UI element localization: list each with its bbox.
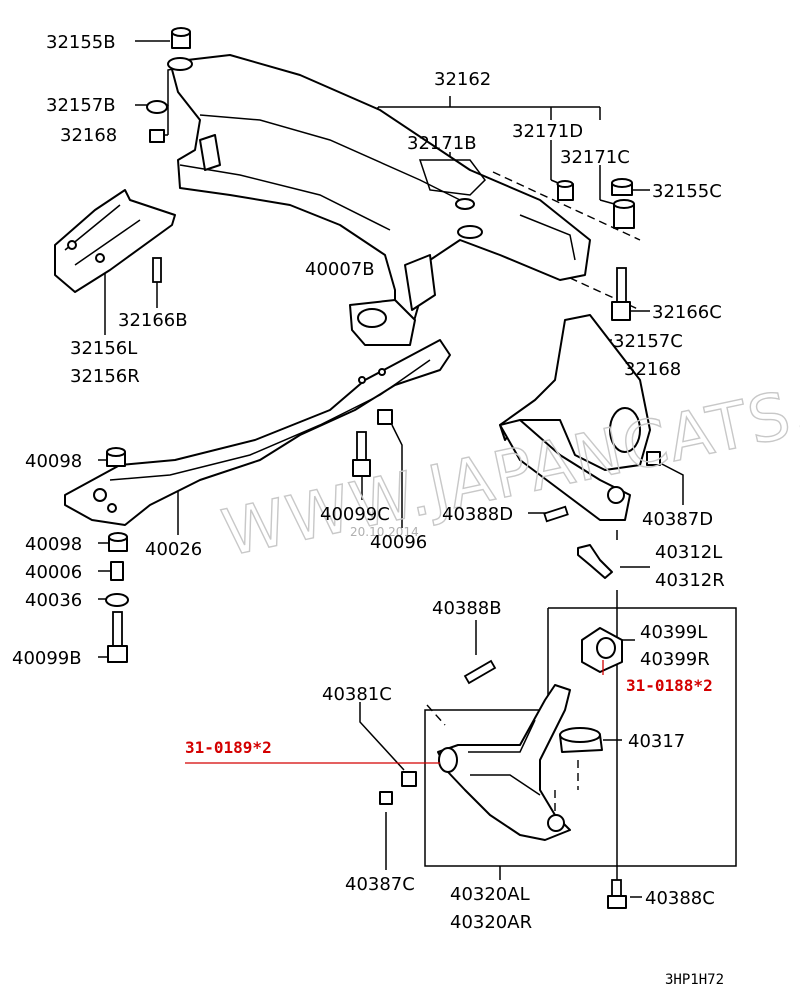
label-32156L[interactable]: 32156L <box>70 338 137 359</box>
mount-40098-top <box>106 447 126 467</box>
stiffener-32156 <box>54 189 176 293</box>
collar-40006 <box>110 561 124 581</box>
label-32168-right[interactable]: 32168 <box>624 359 681 380</box>
ref-31-0189[interactable]: 31-0189*2 <box>185 738 272 757</box>
label-40099B[interactable]: 40099B <box>12 648 82 669</box>
label-40317[interactable]: 40317 <box>628 731 685 752</box>
nut-40381C <box>401 771 417 787</box>
label-32155C[interactable]: 32155C <box>652 181 722 202</box>
label-40036[interactable]: 40036 <box>25 590 82 611</box>
label-32157C[interactable]: 32157C <box>613 331 683 352</box>
watermark: WWW.JAPANCATS.RU <box>216 354 800 571</box>
label-40320AL[interactable]: 40320AL <box>450 884 530 905</box>
label-32155B[interactable]: 32155B <box>46 32 116 53</box>
washer-40036 <box>105 593 129 607</box>
bolt-40099C <box>352 431 371 477</box>
washer-32157B <box>146 100 168 114</box>
label-40312R[interactable]: 40312R <box>655 570 725 591</box>
bolt-32166C <box>611 267 631 321</box>
mount-40098-bottom <box>108 532 128 552</box>
label-32162[interactable]: 32162 <box>434 69 491 90</box>
label-40399L[interactable]: 40399L <box>640 622 707 643</box>
label-40006[interactable]: 40006 <box>25 562 82 583</box>
label-40388D[interactable]: 40388D <box>442 504 513 525</box>
label-32166B[interactable]: 32166B <box>118 310 188 331</box>
label-40096[interactable]: 40096 <box>370 532 427 553</box>
bolt-40099B <box>107 611 128 663</box>
nut-40096 <box>377 409 393 425</box>
crossmember-40026 <box>64 339 451 526</box>
bolt-40388D <box>543 505 569 523</box>
label-40387D[interactable]: 40387D <box>642 509 713 530</box>
label-40312L[interactable]: 40312L <box>655 542 722 563</box>
bushing-40317 <box>559 727 603 753</box>
label-32171B[interactable]: 32171B <box>407 133 477 154</box>
label-40399R[interactable]: 40399R <box>640 649 710 670</box>
label-32166C[interactable]: 32166C <box>652 302 722 323</box>
label-40007B[interactable]: 40007B <box>305 259 375 280</box>
bushing-40399 <box>581 627 623 673</box>
label-32156R[interactable]: 32156R <box>70 366 140 387</box>
label-40381C[interactable]: 40381C <box>322 684 392 705</box>
front-lower-arm-bracket <box>499 314 651 521</box>
main-crossmember-32162 <box>167 54 591 336</box>
bushing-32155B <box>171 27 191 49</box>
bushing-32171D <box>556 180 574 201</box>
label-40320AR[interactable]: 40320AR <box>450 912 532 933</box>
bushing-32171C <box>613 199 635 229</box>
label-40098-top[interactable]: 40098 <box>25 451 82 472</box>
label-32171D[interactable]: 32171D <box>512 121 583 142</box>
bolt-40388B <box>463 659 497 685</box>
label-32157B[interactable]: 32157B <box>46 95 116 116</box>
label-40388B[interactable]: 40388B <box>432 598 502 619</box>
bolt-32166B <box>152 257 162 283</box>
label-40099C[interactable]: 40099C <box>320 504 390 525</box>
nut-32168-left <box>149 129 165 143</box>
bolt-40388C <box>607 879 627 909</box>
label-40026[interactable]: 40026 <box>145 539 202 560</box>
label-32171C[interactable]: 32171C <box>560 147 630 168</box>
label-32168-left[interactable]: 32168 <box>60 125 117 146</box>
clamp-40312 <box>577 544 613 579</box>
label-40388C[interactable]: 40388C <box>645 888 715 909</box>
date-stamp: 20.10.2014 <box>350 525 419 539</box>
nut-40387C <box>379 791 393 805</box>
nut-40387D <box>646 451 661 466</box>
part-labels: 32155B 32157B 32168 32162 32171B 32171D … <box>12 32 725 933</box>
lower-arm-40320 <box>437 684 571 841</box>
label-40098-bottom[interactable]: 40098 <box>25 534 82 555</box>
mount-40007B <box>349 299 416 346</box>
diagram-code: 3HP1H72 <box>665 972 724 988</box>
ref-31-0188[interactable]: 31-0188*2 <box>626 676 713 695</box>
bushing-32155C <box>611 178 633 196</box>
label-40387C[interactable]: 40387C <box>345 874 415 895</box>
